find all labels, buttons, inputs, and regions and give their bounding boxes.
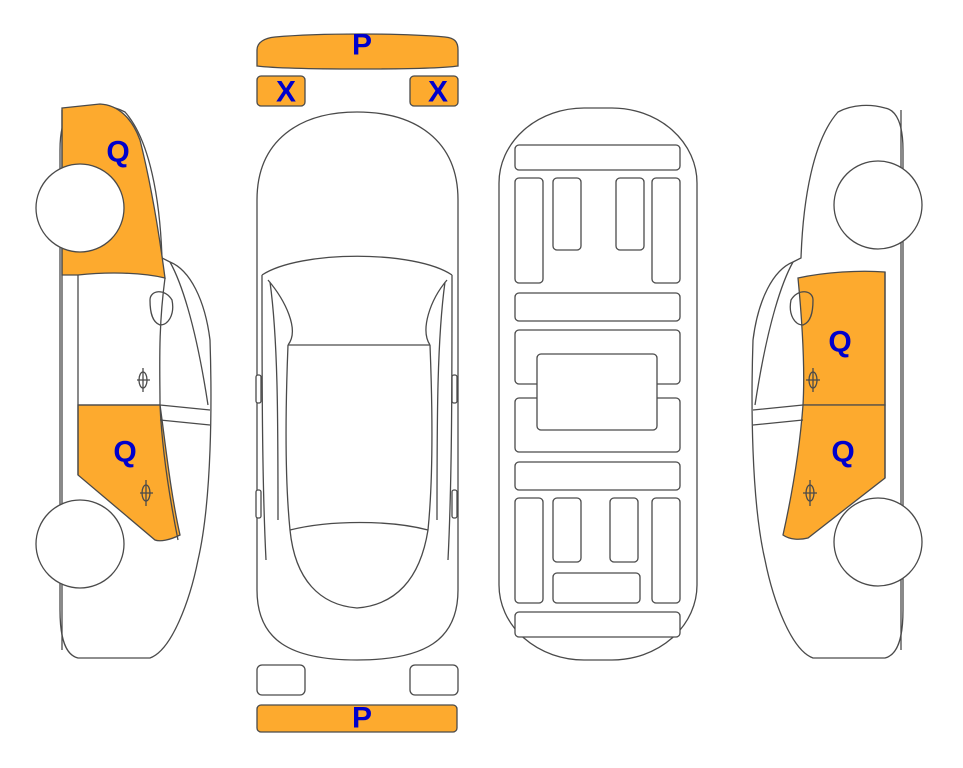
headlight-left-panel[interactable] — [256, 75, 306, 107]
underside-panel — [514, 144, 681, 171]
underside-panel — [514, 292, 681, 322]
rear-bumper-code: P — [352, 702, 372, 735]
top-view-body — [256, 111, 459, 661]
left-rear-door-code: Q — [113, 436, 136, 469]
left-side-view: Q Q — [35, 103, 212, 659]
underside-panel — [609, 497, 639, 563]
taillight-right — [409, 664, 459, 696]
right-rear-door-panel[interactable] — [782, 404, 886, 540]
taillight-left — [256, 664, 306, 696]
right-door-handle-icon — [803, 368, 820, 506]
right-rear-door-code: Q — [831, 436, 854, 469]
underside-panel — [514, 177, 544, 284]
underside-panel — [552, 497, 582, 563]
headlight-right-panel[interactable] — [409, 75, 459, 107]
top-view-lines — [261, 255, 453, 609]
right-rear-wheel — [833, 497, 923, 587]
underside-panel — [552, 177, 582, 251]
underside-view — [498, 107, 698, 661]
underside-panel — [615, 177, 645, 251]
left-mirror — [255, 374, 262, 404]
left-front-wheel — [35, 163, 125, 253]
left-rear-door-panel[interactable] — [77, 404, 181, 542]
front-bumper-code: P — [352, 29, 372, 62]
underside-panel — [514, 461, 681, 491]
headlight-left-code: X — [276, 76, 296, 109]
underside-panel — [514, 497, 544, 604]
right-front-wheel — [833, 160, 923, 250]
right-front-door-code: Q — [828, 326, 851, 359]
right-side-view: Q Q — [751, 104, 923, 659]
front-bumper-panel[interactable] — [256, 33, 459, 70]
left-mirror-rear — [255, 489, 262, 519]
underside-panel — [514, 611, 681, 638]
right-mirror — [451, 374, 458, 404]
left-door-handle-icon — [137, 368, 153, 506]
top-view: P X X P — [255, 29, 459, 735]
rear-bumper-panel[interactable] — [256, 704, 458, 733]
underside-panel — [552, 572, 641, 604]
headlight-right-code: X — [428, 76, 448, 109]
right-side-lines — [752, 110, 902, 650]
underside-panel — [651, 497, 681, 604]
underside-center-panel — [536, 353, 658, 431]
left-rear-wheel — [35, 499, 125, 589]
left-front-fender-code: Q — [106, 136, 129, 169]
left-side-lines — [61, 110, 211, 650]
right-mirror-rear — [451, 489, 458, 519]
underside-panel — [651, 177, 681, 284]
